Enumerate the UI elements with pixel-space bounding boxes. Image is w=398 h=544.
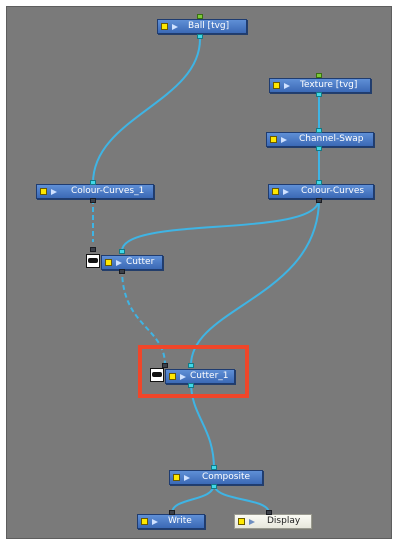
node-display[interactable]: Display <box>234 514 312 529</box>
port-texture-input[interactable] <box>316 73 322 78</box>
node-texture[interactable]: Texture [tvg] <box>269 78 371 93</box>
port-cutter-input[interactable] <box>119 249 125 254</box>
yellow-square-icon[interactable] <box>273 82 280 89</box>
yellow-square-icon[interactable] <box>169 373 176 380</box>
port-ball-output[interactable] <box>197 34 203 39</box>
port-cutter-matte-input[interactable] <box>90 247 96 252</box>
wire-composite-to-display <box>213 483 270 514</box>
triangle-right-icon[interactable] <box>172 24 178 30</box>
port-display-input[interactable] <box>266 510 272 515</box>
node-label: Cutter_1 <box>190 371 229 381</box>
node-label: Channel-Swap <box>299 134 364 144</box>
node-label: Composite <box>202 472 251 482</box>
port-channel-swap-output[interactable] <box>316 146 322 151</box>
wire-colour-curves-to-cutter <box>121 198 320 252</box>
wire-colour-curves-to-cutter-1 <box>190 198 320 366</box>
port-channel-swap-input[interactable] <box>316 128 322 133</box>
node-cutter-1[interactable]: Cutter_1 <box>165 369 235 384</box>
triangle-right-icon[interactable] <box>281 137 287 143</box>
port-colour-curves-1-input[interactable] <box>90 180 96 185</box>
node-composite[interactable]: Composite <box>169 470 263 485</box>
triangle-right-icon[interactable] <box>249 519 255 525</box>
node-colour-curves-1[interactable]: Colour-Curves_1 <box>36 184 154 199</box>
wire-composite-to-write <box>171 483 215 514</box>
triangle-right-icon[interactable] <box>116 260 122 266</box>
yellow-square-icon[interactable] <box>161 23 168 30</box>
mask-icon[interactable] <box>150 368 164 382</box>
port-colour-curves-output[interactable] <box>316 198 322 203</box>
yellow-square-icon[interactable] <box>141 518 148 525</box>
triangle-right-icon[interactable] <box>284 83 290 89</box>
node-channel-swap[interactable]: Channel-Swap <box>266 132 374 147</box>
port-ball-input[interactable] <box>197 14 203 19</box>
yellow-square-icon[interactable] <box>238 518 245 525</box>
mask-icon[interactable] <box>86 254 100 268</box>
triangle-right-icon[interactable] <box>283 189 289 195</box>
yellow-square-icon[interactable] <box>173 474 180 481</box>
triangle-right-icon[interactable] <box>180 374 186 380</box>
wire-cutter-to-cutter-1 <box>121 268 166 366</box>
yellow-square-icon[interactable] <box>40 188 47 195</box>
node-label: Cutter <box>126 257 155 267</box>
node-label: Write <box>168 516 192 526</box>
wire-cutter-1-to-composite <box>190 381 215 470</box>
yellow-square-icon[interactable] <box>105 259 112 266</box>
port-colour-curves-input[interactable] <box>316 180 322 185</box>
port-cutter-1-output[interactable] <box>188 383 194 388</box>
node-label: Display <box>267 516 301 526</box>
port-cutter-output[interactable] <box>119 269 125 274</box>
port-texture-output[interactable] <box>316 92 322 97</box>
node-label: Ball [tvg] <box>188 21 230 31</box>
node-colour-curves[interactable]: Colour-Curves <box>268 184 374 199</box>
node-ball[interactable]: Ball [tvg] <box>157 19 247 34</box>
node-cutter[interactable]: Cutter <box>101 255 163 270</box>
yellow-square-icon[interactable] <box>270 136 277 143</box>
node-label: Colour-Curves <box>301 186 365 196</box>
selection-highlight <box>138 345 249 398</box>
node-view-canvas[interactable]: Ball [tvg] Texture [tvg] Channel-Swap Co… <box>6 6 392 539</box>
node-label: Colour-Curves_1 <box>71 186 145 196</box>
triangle-right-icon[interactable] <box>152 519 158 525</box>
port-write-input[interactable] <box>169 510 175 515</box>
node-label: Texture [tvg] <box>300 80 358 90</box>
yellow-square-icon[interactable] <box>272 188 279 195</box>
wires-layer <box>92 38 320 514</box>
port-colour-curves-1-output[interactable] <box>90 198 96 203</box>
port-cutter-1-input[interactable] <box>188 363 194 368</box>
wire-ball-to-colour-curves-1 <box>92 38 201 184</box>
port-composite-output[interactable] <box>211 484 217 489</box>
triangle-right-icon[interactable] <box>51 189 57 195</box>
port-composite-input[interactable] <box>211 465 217 470</box>
port-cutter-1-matte-input[interactable] <box>162 363 168 368</box>
node-write[interactable]: Write <box>137 514 205 529</box>
triangle-right-icon[interactable] <box>184 475 190 481</box>
